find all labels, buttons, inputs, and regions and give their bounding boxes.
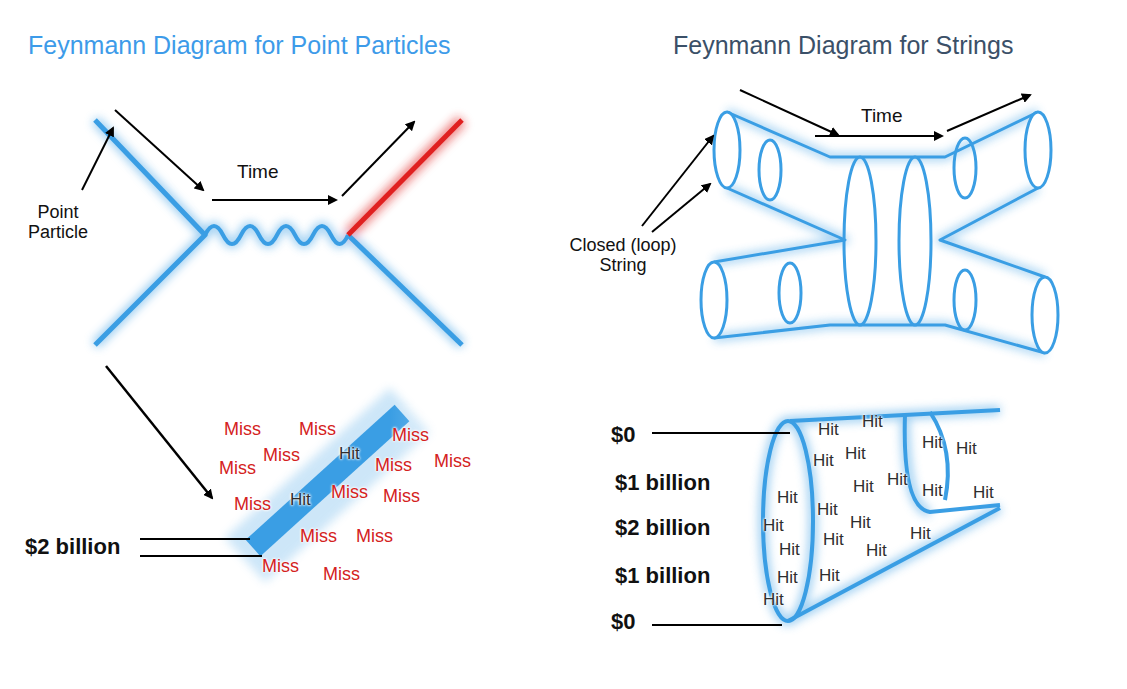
miss-label: Miss [383,487,420,507]
diagram-title: Feynmann Diagram for Point Particles [28,32,450,60]
cost-label: $1 billion [612,564,713,588]
diagram-title: Feynmann Diagram for Strings [673,32,1013,60]
hit-label: Hit [845,445,866,464]
miss-label: Miss [219,459,256,479]
hit-label: Hit [763,517,784,536]
miss-label: Miss [392,426,429,446]
hit-label: Hit [862,413,883,432]
hit-label: Hit [777,489,798,508]
miss-label: Miss [234,495,271,515]
hit-label: Hit [290,491,311,510]
hit-label: Hit [866,542,887,561]
hit-label: Hit [813,452,834,471]
hit-label: Hit [823,531,844,550]
point-particle-diagram [82,110,462,498]
hit-label: Hit [922,434,943,453]
hit-label: Hit [850,514,871,533]
hit-label: Hit [779,541,800,560]
hit-label: Hit [817,501,838,520]
hit-label: Hit [819,567,840,586]
hit-label: Hit [887,471,908,490]
miss-label: Miss [323,565,360,585]
time-label: Time [859,106,905,127]
miss-label: Miss [331,483,368,503]
miss-label: Miss [434,452,471,472]
hit-label: Hit [763,591,784,610]
hit-label: Hit [956,440,977,459]
hit-label: Hit [777,569,798,588]
time-label: Time [235,162,281,183]
hit-label: Hit [910,525,931,544]
miss-label: Miss [262,557,299,577]
miss-label: Miss [300,527,337,547]
hit-label: Hit [339,445,360,464]
callout-label: Point Particle [22,203,94,243]
miss-label: Miss [299,420,336,440]
cost-label: $2 billion [22,535,123,559]
hit-label: Hit [973,484,994,503]
hit-label: Hit [922,482,943,501]
hit-label: Hit [853,478,874,497]
cost-label: $0 [608,423,638,447]
cost-label: $0 [608,610,638,634]
cost-label: $2 billion [612,516,713,540]
hit-label: Hit [818,421,839,440]
callout-label: Closed (loop) String [553,236,693,276]
miss-label: Miss [224,420,261,440]
cost-label: $1 billion [612,471,713,495]
miss-label: Miss [375,456,412,476]
miss-label: Miss [356,527,393,547]
string-worldsheet [642,90,1058,353]
worldline-closeup [140,405,570,560]
miss-label: Miss [263,446,300,466]
